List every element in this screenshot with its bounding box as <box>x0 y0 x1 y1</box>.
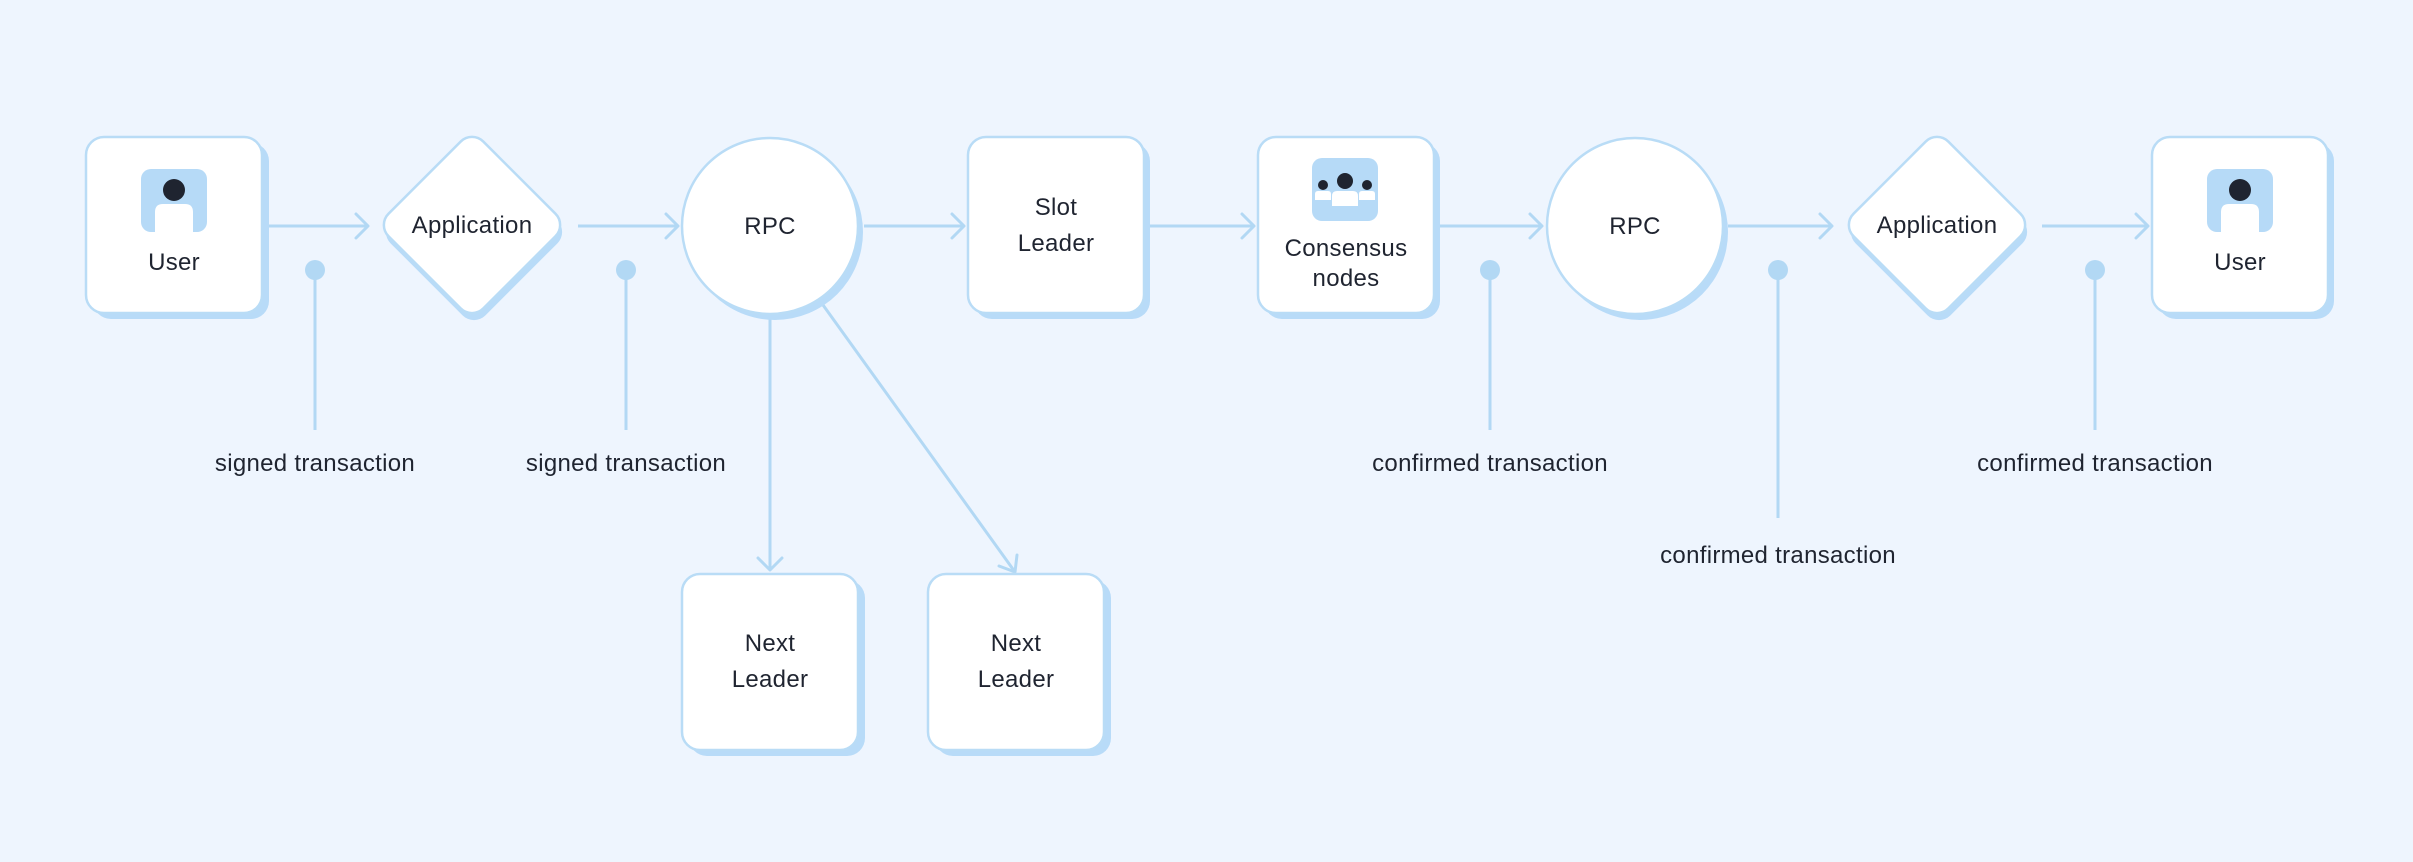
node-application-end: Application <box>1847 135 2028 321</box>
group-icon <box>1312 158 1378 221</box>
edge-labels: signed transaction signed transaction co… <box>215 450 2213 569</box>
node-label-line2: Leader <box>978 666 1055 693</box>
node-next-leader-1: Next Leader <box>680 572 865 756</box>
node-label: RPC <box>1609 213 1661 240</box>
edge-label-consensus-to-rpc: confirmed transaction <box>1372 450 1608 477</box>
arrowhead-icon <box>354 212 370 240</box>
user-icon <box>2207 169 2273 232</box>
node-label-line2: nodes <box>1313 265 1380 292</box>
arrowhead-icon <box>950 212 966 240</box>
arrowhead-icon <box>664 212 680 240</box>
node-rpc-end: RPC <box>1545 136 1728 320</box>
node-user-start: User <box>84 135 269 319</box>
edge-label-user-to-app: signed transaction <box>215 450 415 477</box>
edge-label-app-to-rpc: signed transaction <box>526 450 726 477</box>
node-user-end: User <box>2150 135 2334 319</box>
node-label-line2: Leader <box>1018 230 1095 257</box>
user-icon <box>141 169 207 232</box>
node-label: User <box>2214 249 2266 276</box>
node-label-line1: Slot <box>1035 194 1078 221</box>
edge-label-rpc-to-app: confirmed transaction <box>1660 542 1896 569</box>
node-label: Application <box>412 212 533 239</box>
node-consensus: Consensus nodes <box>1256 135 1440 319</box>
arrowhead-icon <box>2134 212 2150 240</box>
edge-label-stems <box>305 260 2105 518</box>
arrowhead-icon <box>756 556 784 572</box>
arrowhead-icon <box>1240 212 1256 240</box>
node-application-start: Application <box>382 135 563 321</box>
node-next-leader-2: Next Leader <box>926 572 1111 756</box>
node-label: RPC <box>744 213 796 240</box>
node-rpc-start: RPC <box>680 136 863 320</box>
node-slot-leader: Slot Leader <box>966 135 1150 319</box>
connectors <box>266 212 2150 574</box>
edge-label-app-to-user: confirmed transaction <box>1977 450 2213 477</box>
arrowhead-icon <box>997 553 1019 574</box>
node-label-line1: Next <box>991 630 1042 657</box>
arrowhead-icon <box>1818 212 1834 240</box>
arrowhead-icon <box>1528 212 1544 240</box>
node-label-line2: Leader <box>732 666 809 693</box>
node-label-line1: Next <box>745 630 796 657</box>
node-label: Application <box>1877 212 1998 239</box>
edge-rpc-to-next-leader-2 <box>821 304 1017 573</box>
node-label: User <box>148 249 200 276</box>
node-label-line1: Consensus <box>1285 235 1408 262</box>
